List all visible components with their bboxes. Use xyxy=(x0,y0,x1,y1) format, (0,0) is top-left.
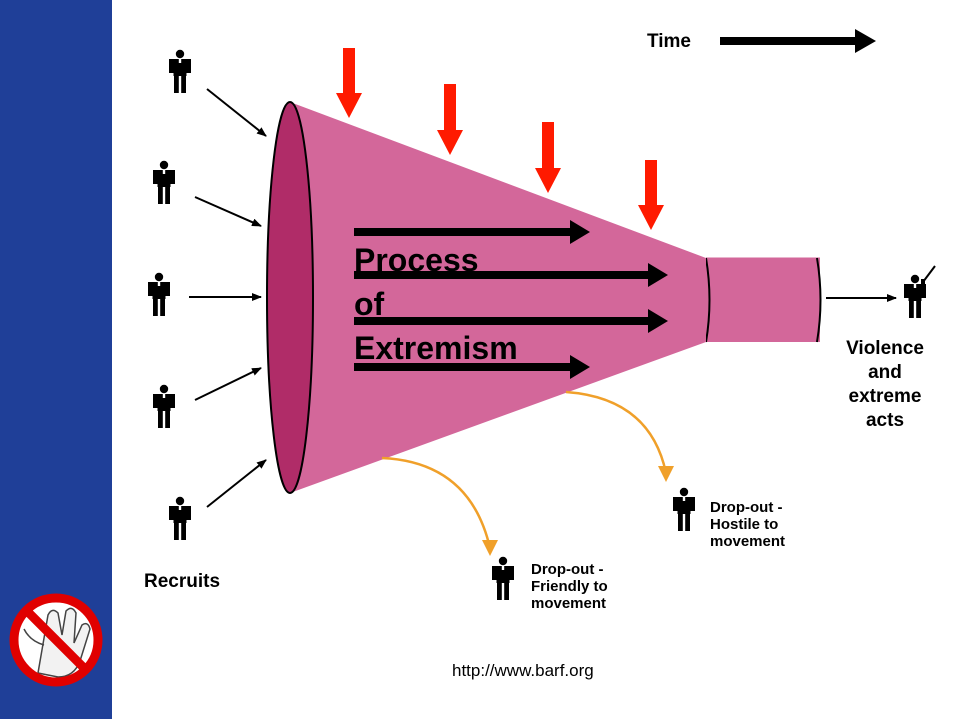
dropout-friendly-person-icon xyxy=(492,556,514,600)
funnel-tube xyxy=(706,258,820,342)
funnel-cone xyxy=(290,102,706,493)
recruit-person-icon xyxy=(169,49,191,93)
dropout-hostile-label: Drop-out - Hostile to movement xyxy=(710,499,786,550)
recruit-person-icon xyxy=(169,496,191,540)
time-label: Time xyxy=(647,31,692,52)
violent-actor-person-icon xyxy=(904,265,936,318)
funnel-mouth xyxy=(266,101,314,494)
recruit-person-icon xyxy=(153,384,175,428)
process-arrows xyxy=(354,220,668,379)
pressure-arrows xyxy=(336,48,664,230)
process-title: Process of Extremism xyxy=(354,242,518,366)
source-url: http://www.barf.org xyxy=(452,661,594,680)
dropout-friendly-label: Drop-out - Friendly to movement xyxy=(531,561,608,612)
dropout-paths xyxy=(381,390,674,556)
dropout-hostile-person-icon xyxy=(673,487,695,531)
time-arrow xyxy=(720,29,876,53)
recruits-label: Recruits xyxy=(144,571,221,592)
violence-label: Violence and extreme acts xyxy=(846,338,924,431)
prohibited-hand-icon xyxy=(0,585,112,695)
recruit-arrows xyxy=(189,88,267,508)
recruit-person-icon xyxy=(153,160,175,204)
recruit-person-icon xyxy=(148,272,170,316)
